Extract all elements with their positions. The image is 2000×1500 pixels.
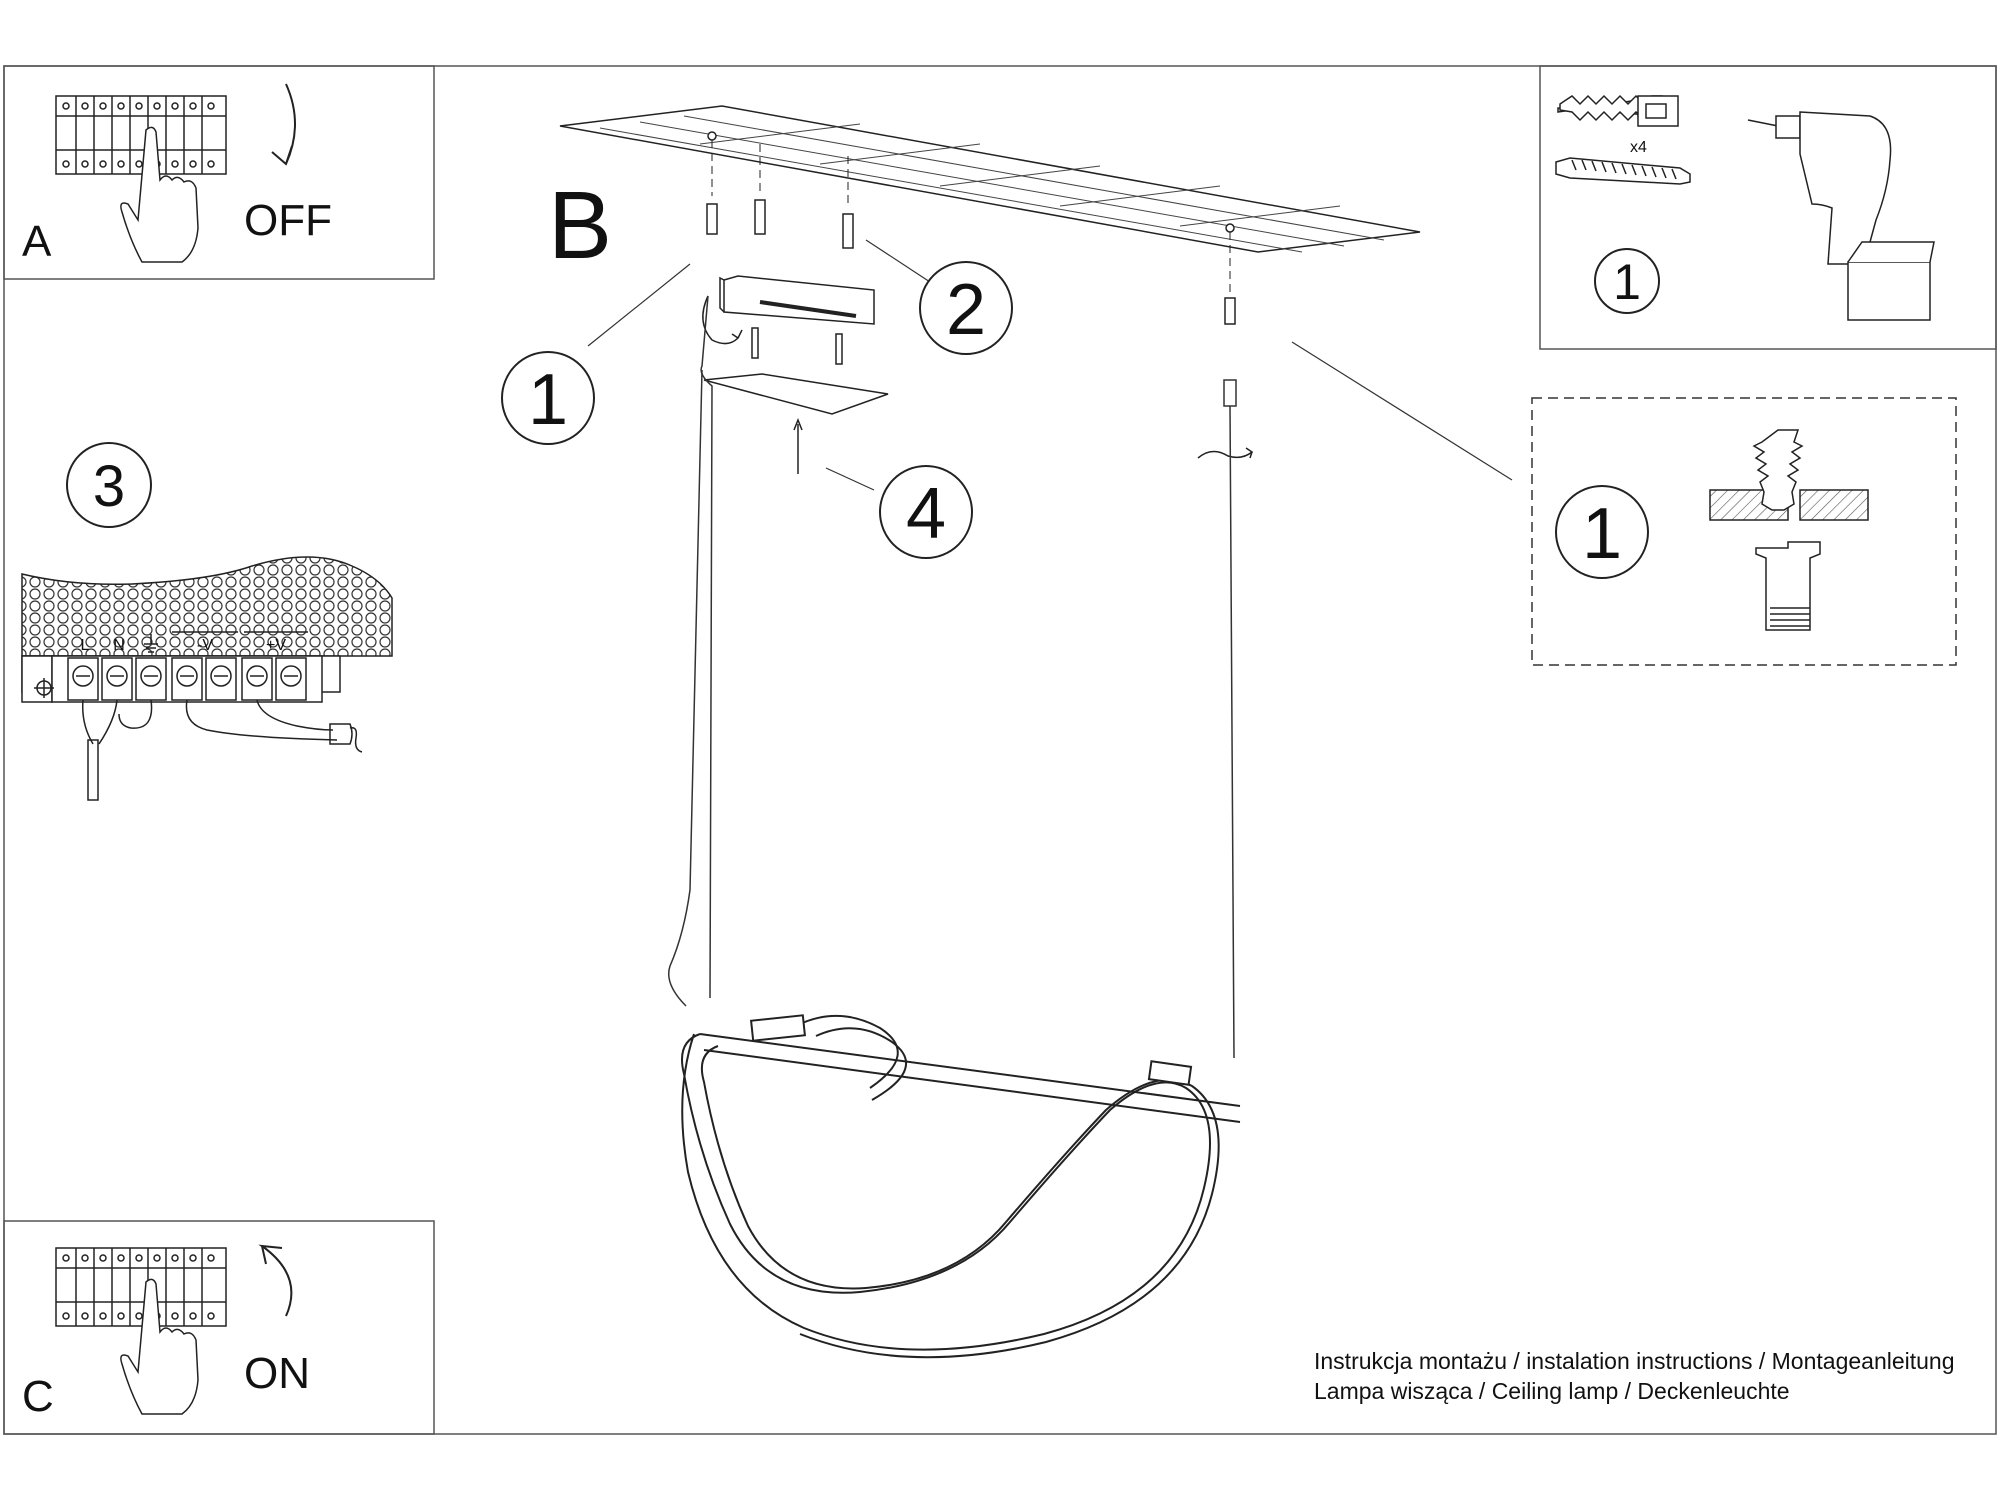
outer-frame <box>3 65 1997 1435</box>
footer-line-1: Instrukcja montażu / instalation instruc… <box>1314 1348 1955 1374</box>
drill-icon <box>1747 111 1935 321</box>
turn-arrow-icon <box>1197 447 1254 459</box>
terminal-label-n: N <box>113 637 125 654</box>
lamp-body <box>681 1014 1241 1359</box>
step-3-number: 3 <box>93 454 125 519</box>
anchor-detail-panel: 1 <box>1291 341 1957 666</box>
panel-b-letter: B <box>548 172 612 279</box>
callout-4: 4 <box>906 474 946 554</box>
off-label: OFF <box>244 196 332 245</box>
screw-icon <box>751 327 843 365</box>
wall-plug-icon <box>1557 94 1679 127</box>
footer-caption: Instrukcja montażu / instalation instruc… <box>1314 1346 1955 1406</box>
panel-a: OFF A <box>3 65 435 280</box>
callout-1: 1 <box>528 360 568 440</box>
anchor-cross-section <box>1709 429 1869 631</box>
wires <box>81 699 363 801</box>
panel-a-letter: A <box>22 217 52 266</box>
breaker-switch-icon <box>55 95 227 175</box>
terminal-label-minus-v: -V <box>197 637 213 654</box>
tools-panel: x4 1 <box>1539 65 1997 350</box>
ground-symbol-icon <box>144 634 158 653</box>
step-1-number-detail: 1 <box>1582 494 1622 574</box>
screw-icon <box>1555 157 1691 185</box>
wiring-panel: 3 L N -V +V <box>21 442 393 801</box>
panel-b: B <box>501 105 1421 1359</box>
hand-icon <box>120 1278 199 1415</box>
quantity-label: x4 <box>1630 139 1647 156</box>
step-1-number-tools: 1 <box>1613 254 1641 310</box>
breaker-switch-icon <box>55 1247 227 1327</box>
on-label: ON <box>244 1349 310 1398</box>
cover-plate <box>703 373 889 415</box>
ceiling-plate <box>559 105 1421 253</box>
up-arrow-icon <box>793 417 803 474</box>
footer-line-2: Lampa wisząca / Ceiling lamp / Deckenleu… <box>1314 1378 1790 1404</box>
curved-arrow-icon <box>271 83 296 166</box>
earth-mark-icon <box>34 678 54 698</box>
terminal-label-l: L <box>81 637 90 654</box>
callout-2: 2 <box>946 270 986 350</box>
curved-arrow-icon <box>258 1244 293 1317</box>
hand-icon <box>120 126 199 263</box>
panel-c-letter: C <box>22 1372 54 1421</box>
wall-plug-icon <box>706 199 1236 325</box>
terminal-label-plus-v: +V <box>266 637 286 654</box>
panel-c: ON C <box>3 1220 435 1435</box>
suspension-cables <box>668 295 1237 1059</box>
turn-arrow-icon <box>702 295 743 345</box>
